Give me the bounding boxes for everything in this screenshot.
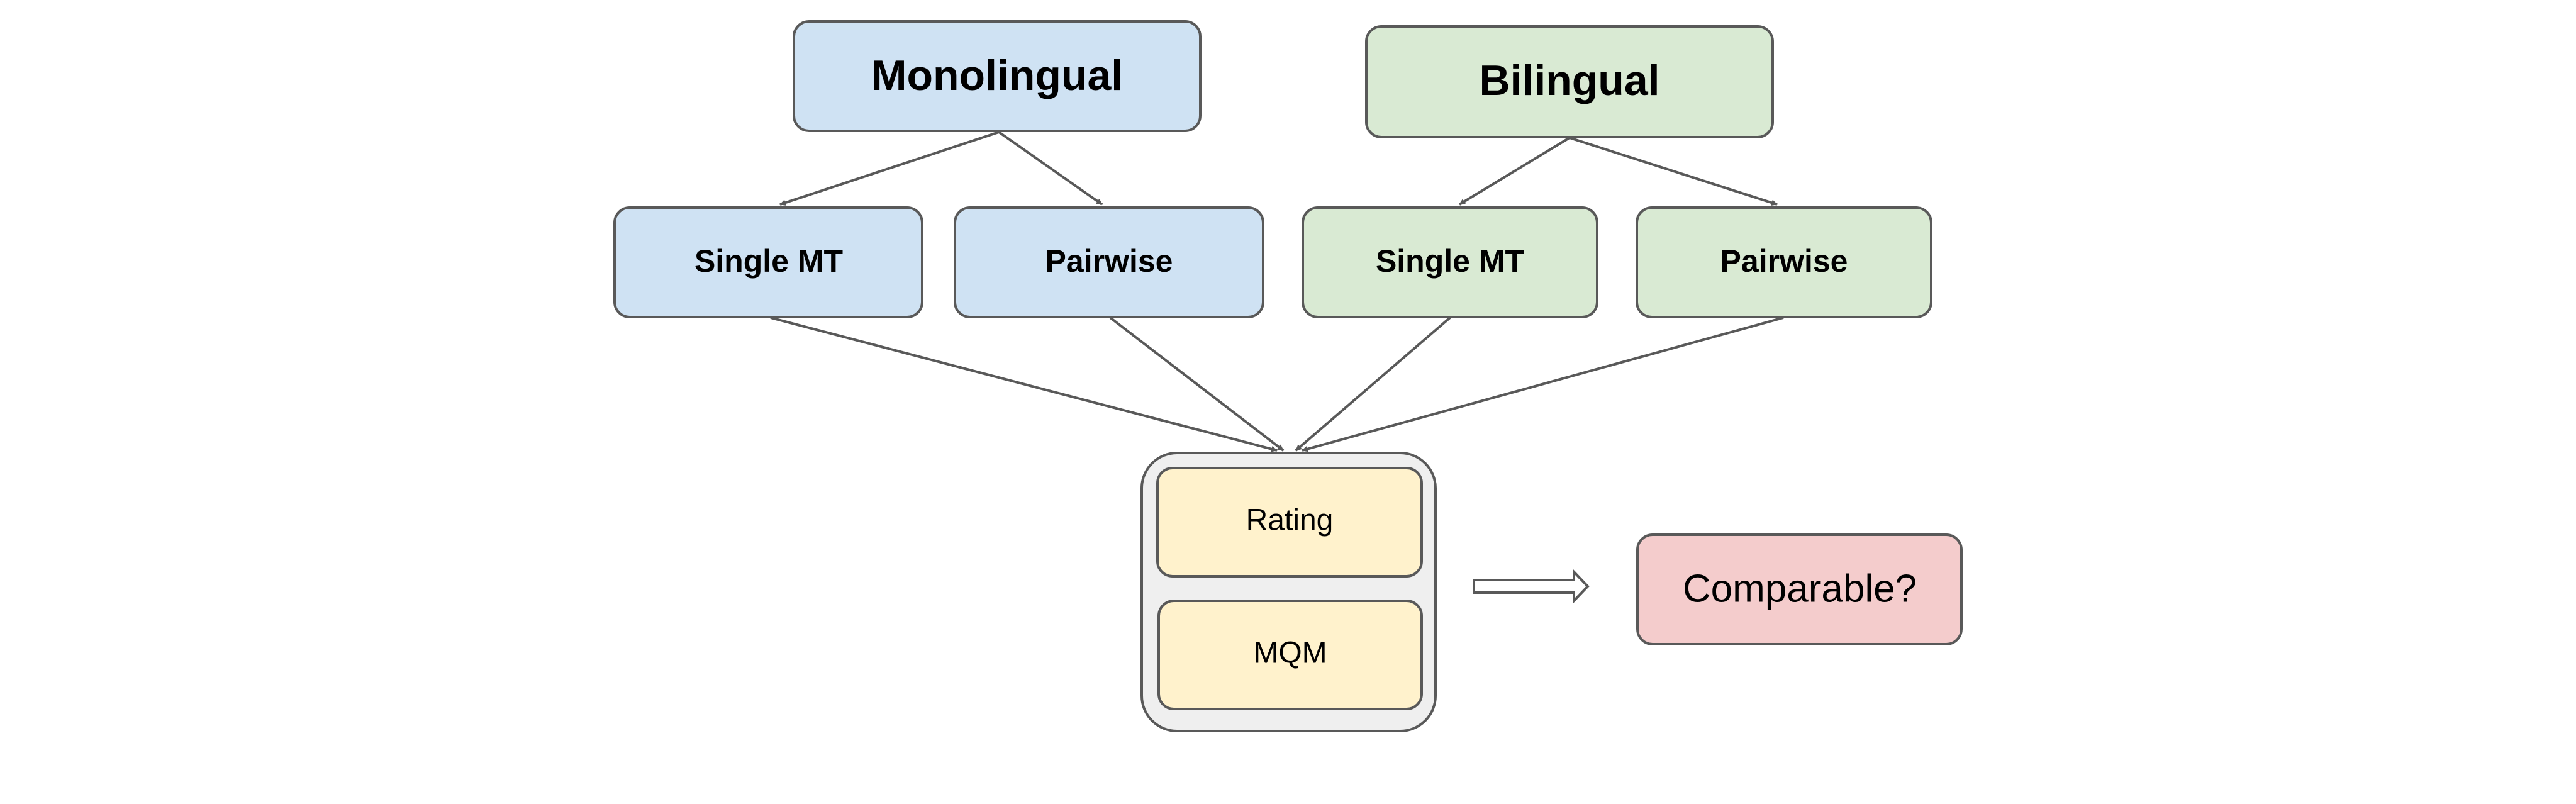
node-bi-pairwise: Pairwise bbox=[1636, 206, 1932, 318]
edges-mid bbox=[770, 316, 1784, 452]
node-bilingual-box bbox=[1365, 25, 1774, 138]
edge-bi-single-to-methods bbox=[1295, 316, 1451, 452]
node-bi-pairwise-box bbox=[1636, 206, 1932, 318]
node-mono-pairwise-label: Pairwise bbox=[1045, 243, 1173, 279]
node-mono-pairwise: Pairwise bbox=[954, 206, 1264, 318]
edge-bilingual-to-pairwise bbox=[1569, 137, 1778, 206]
edge-bilingual-to-single bbox=[1458, 137, 1571, 206]
method-rating: Rating bbox=[1156, 467, 1423, 578]
node-comparable-label: Comparable? bbox=[1683, 567, 1917, 610]
edges-top bbox=[779, 131, 1778, 206]
node-mono-single-mt-box bbox=[613, 206, 923, 318]
node-mono-pairwise-box bbox=[954, 206, 1264, 318]
node-mono-single-mt-label: Single MT bbox=[694, 243, 843, 279]
node-monolingual-box bbox=[793, 20, 1202, 132]
result-arrow-icon bbox=[1473, 569, 1590, 604]
method-mqm-label: MQM bbox=[1253, 637, 1327, 670]
node-bi-pairwise-label: Pairwise bbox=[1720, 243, 1848, 279]
node-bilingual-label: Bilingual bbox=[1479, 57, 1659, 104]
node-mono-single-mt: Single MT bbox=[613, 206, 923, 318]
edge-monolingual-to-pairwise bbox=[998, 131, 1103, 206]
method-rating-label: Rating bbox=[1246, 504, 1334, 537]
edge-mono-single-to-methods bbox=[770, 316, 1278, 452]
edge-monolingual-to-single bbox=[779, 131, 1000, 206]
node-monolingual-label: Monolingual bbox=[871, 52, 1123, 99]
method-mqm: MQM bbox=[1157, 600, 1423, 710]
node-comparable: Comparable? bbox=[1636, 533, 1963, 645]
node-bi-single-mt: Single MT bbox=[1302, 206, 1598, 318]
node-bi-single-mt-label: Single MT bbox=[1376, 243, 1524, 279]
method-mqm-box bbox=[1157, 600, 1423, 710]
methods-container: Rating MQM bbox=[1140, 452, 1437, 732]
edge-mono-pairwise-to-methods bbox=[1109, 316, 1285, 452]
node-monolingual: Monolingual bbox=[793, 20, 1202, 132]
edge-bi-pairwise-to-methods bbox=[1302, 316, 1784, 452]
node-bi-single-mt-box bbox=[1302, 206, 1598, 318]
method-rating-box bbox=[1156, 467, 1423, 578]
node-bilingual: Bilingual bbox=[1365, 25, 1774, 138]
node-comparable-box bbox=[1636, 533, 1963, 645]
